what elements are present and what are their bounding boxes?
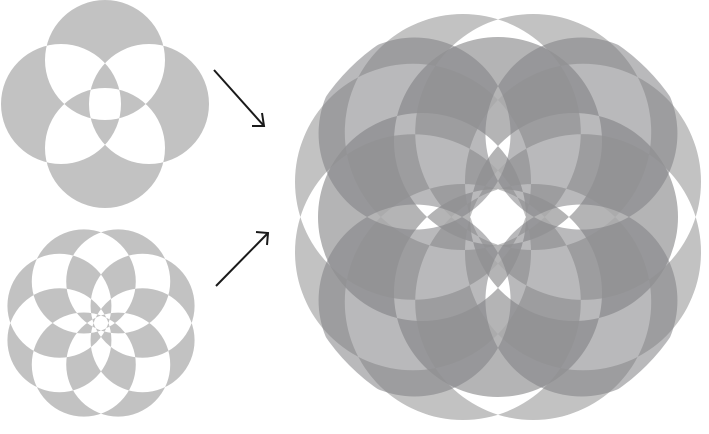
arrow-down-right: [214, 70, 264, 126]
four-circle-pattern-shape: [1, 0, 209, 208]
arrow-up-right: [216, 232, 268, 286]
combined-rosette: [295, 14, 701, 420]
eight-circle-pattern: [7, 229, 194, 416]
four-circle-pattern: [1, 0, 209, 208]
eight-circle-pattern-shape: [7, 229, 194, 416]
